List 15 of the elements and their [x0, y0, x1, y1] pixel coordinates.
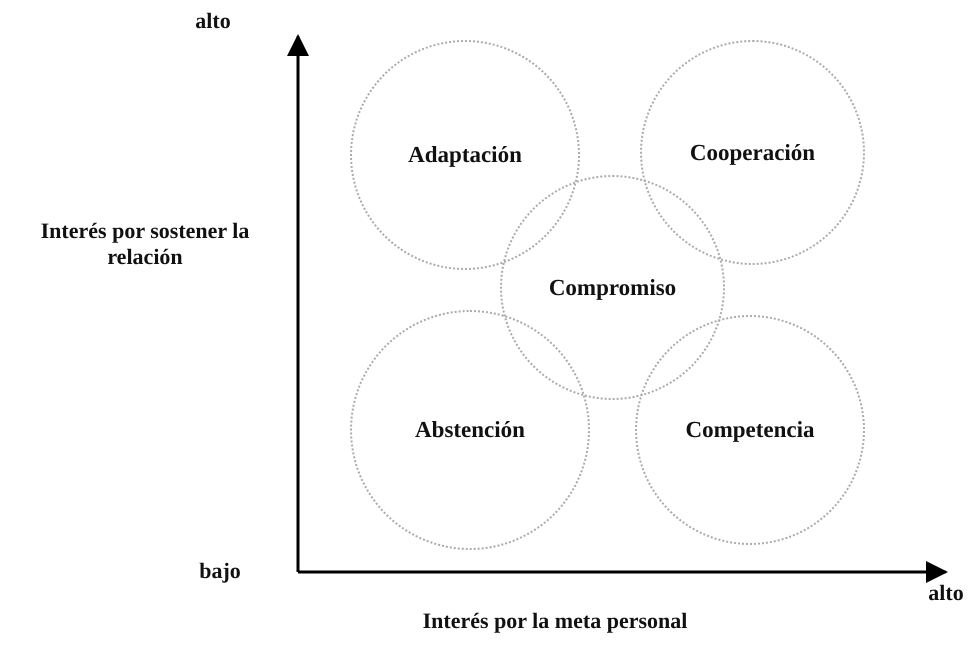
- dotted-circle: [350, 40, 580, 270]
- axis-end-label: bajo: [198, 558, 242, 584]
- axis-end-label: alto: [927, 580, 965, 606]
- axis-title: Interés por la meta personal: [422, 608, 688, 634]
- axis-title: Interés por sostener la relación: [40, 218, 250, 270]
- dotted-circle: [350, 310, 590, 550]
- axis-end-label: alto: [194, 8, 232, 34]
- region-label: Adaptación: [408, 142, 522, 168]
- region-label: Cooperación: [690, 140, 816, 166]
- dotted-circle: [635, 315, 865, 545]
- region-label: Competencia: [685, 417, 815, 443]
- region-label: Abstención: [415, 417, 525, 443]
- dotted-circle: [640, 40, 865, 265]
- dotted-circle: [500, 175, 725, 400]
- region-label: Compromiso: [548, 274, 676, 300]
